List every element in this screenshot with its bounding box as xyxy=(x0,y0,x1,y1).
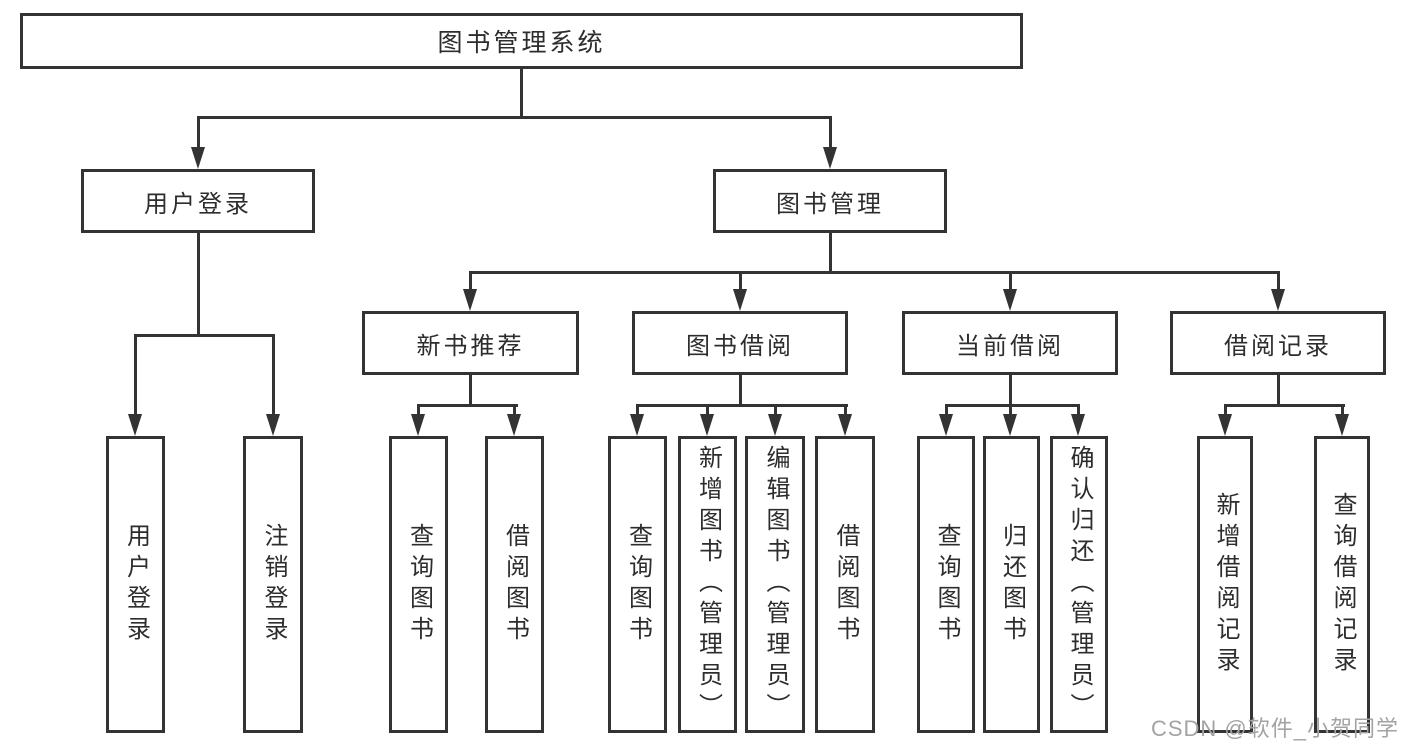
arrowhead-user-login xyxy=(191,147,205,169)
leaf-borrow-books-recommend: 借阅图书 xyxy=(485,436,544,733)
leaf-query-books-borrowing: 查询图书 xyxy=(608,436,667,733)
arrowhead-new-book xyxy=(463,289,477,311)
leaf-logout-label: 注销登录 xyxy=(260,522,287,647)
leaf-add-borrow-record-label: 新增借阅记录 xyxy=(1212,491,1239,678)
node-new-book-recommendation-label: 新书推荐 xyxy=(416,332,525,360)
arrowhead xyxy=(630,414,644,436)
node-new-book-recommendation: 新书推荐 xyxy=(362,311,579,375)
leaf-user-login-label: 用户登录 xyxy=(122,522,150,647)
connector-stem xyxy=(1223,404,1227,415)
node-book-borrowing-label: 图书借阅 xyxy=(686,332,794,360)
node-book-management-label: 图书管理 xyxy=(776,190,884,218)
leaf-user-login: 用户登录 xyxy=(106,436,165,733)
node-borrowing-records: 借阅记录 xyxy=(1170,311,1386,375)
node-user-login-label: 用户登录 xyxy=(144,190,252,218)
arrowhead-current-borrowing xyxy=(1003,289,1017,311)
leaf-add-book-admin: 新增图书（管理员） xyxy=(678,436,737,733)
node-book-management: 图书管理 xyxy=(713,169,947,233)
arrowhead-leaf-logout xyxy=(266,414,280,436)
connector-borrowing-records-stem xyxy=(1276,271,1280,290)
connector-stem xyxy=(1340,404,1344,415)
arrowhead xyxy=(1218,414,1232,436)
node-root: 图书管理系统 xyxy=(20,13,1023,69)
leaf-add-borrow-record: 新增借阅记录 xyxy=(1197,436,1253,733)
node-root-label: 图书管理系统 xyxy=(437,29,606,57)
connector-new-book-stem xyxy=(468,271,472,290)
leaf-edit-book-admin: 编辑图书（管理员） xyxy=(745,436,805,733)
leaf-query-borrow-record-label: 查询借阅记录 xyxy=(1329,491,1356,678)
connector-leaf-login-stem xyxy=(133,334,137,415)
connector-leaf-logout-stem xyxy=(271,334,275,415)
leaf-borrow-books: 借阅图书 xyxy=(815,436,875,733)
connector-book-management-down xyxy=(828,233,832,274)
connector-stem xyxy=(1076,404,1080,415)
connector-stem xyxy=(416,404,420,415)
leaf-return-books-label: 归还图书 xyxy=(998,522,1026,647)
leaf-borrow-books-recommend-label: 借阅图书 xyxy=(501,522,529,647)
connector-book-management-stem xyxy=(828,116,832,149)
watermark: CSDN @软件_小贺同学 xyxy=(1150,716,1399,741)
arrowhead xyxy=(411,414,425,436)
node-book-borrowing: 图书借阅 xyxy=(632,311,848,375)
arrowhead-book-borrowing xyxy=(733,289,747,311)
arrowhead xyxy=(1003,414,1017,436)
leaf-query-borrow-record: 查询借阅记录 xyxy=(1314,436,1370,733)
leaf-confirm-return-admin-label: 确认归还（管理员） xyxy=(1066,445,1093,724)
arrowhead xyxy=(507,414,521,436)
arrowhead-book-management xyxy=(823,147,837,169)
arrowhead xyxy=(838,414,852,436)
leaf-return-books: 归还图书 xyxy=(983,436,1040,733)
node-borrowing-records-label: 借阅记录 xyxy=(1224,332,1332,360)
arrowhead xyxy=(768,414,782,436)
connector-borrowing-records-down xyxy=(1276,375,1280,407)
connector-book-borrowing-stem xyxy=(738,271,742,290)
node-user-login: 用户登录 xyxy=(81,169,315,233)
connector-user-login-stem xyxy=(196,116,200,149)
connector-current-borrowing-down xyxy=(1008,375,1012,407)
connector-stem xyxy=(512,404,516,415)
arrowhead xyxy=(1335,414,1349,436)
node-current-borrowing: 当前借阅 xyxy=(902,311,1118,375)
connector-new-book-down xyxy=(468,375,472,407)
connector-user-login-branch xyxy=(133,334,275,337)
arrowhead xyxy=(700,414,714,436)
arrowhead xyxy=(1071,414,1085,436)
connector-book-management-branch xyxy=(468,271,1280,274)
leaf-query-books-current: 查询图书 xyxy=(917,436,975,733)
leaf-query-books-recommend: 查询图书 xyxy=(389,436,448,733)
connector-root-stem xyxy=(520,69,523,117)
connector-borrowing-records-branch xyxy=(1223,404,1345,407)
connector-stem xyxy=(773,404,777,415)
arrowhead-borrowing-records xyxy=(1271,289,1285,311)
leaf-query-books-recommend-label: 查询图书 xyxy=(405,522,433,647)
arrowhead xyxy=(939,414,953,436)
connector-stem xyxy=(635,404,639,415)
connector-stem xyxy=(1008,404,1012,415)
connector-book-borrowing-down xyxy=(738,375,742,407)
connector-root-branch xyxy=(197,116,832,119)
connector-book-borrowing-branch xyxy=(635,404,848,407)
connector-user-login-down xyxy=(196,233,200,337)
node-current-borrowing-label: 当前借阅 xyxy=(956,332,1064,360)
connector-current-borrowing-branch xyxy=(944,404,1080,407)
leaf-query-books-borrowing-label: 查询图书 xyxy=(624,522,652,647)
connector-new-book-branch xyxy=(416,404,518,407)
connector-current-borrowing-stem xyxy=(1008,271,1012,290)
leaf-add-book-admin-label: 新增图书（管理员） xyxy=(694,445,722,724)
connector-stem xyxy=(944,404,948,415)
connector-stem xyxy=(843,404,847,415)
leaf-confirm-return-admin: 确认归还（管理员） xyxy=(1050,436,1108,733)
arrowhead-leaf-login xyxy=(128,414,142,436)
connector-stem xyxy=(705,404,709,415)
leaf-borrow-books-label: 借阅图书 xyxy=(832,522,859,647)
leaf-query-books-current-label: 查询图书 xyxy=(933,522,960,647)
leaf-edit-book-admin-label: 编辑图书（管理员） xyxy=(762,445,789,724)
leaf-logout: 注销登录 xyxy=(243,436,303,733)
